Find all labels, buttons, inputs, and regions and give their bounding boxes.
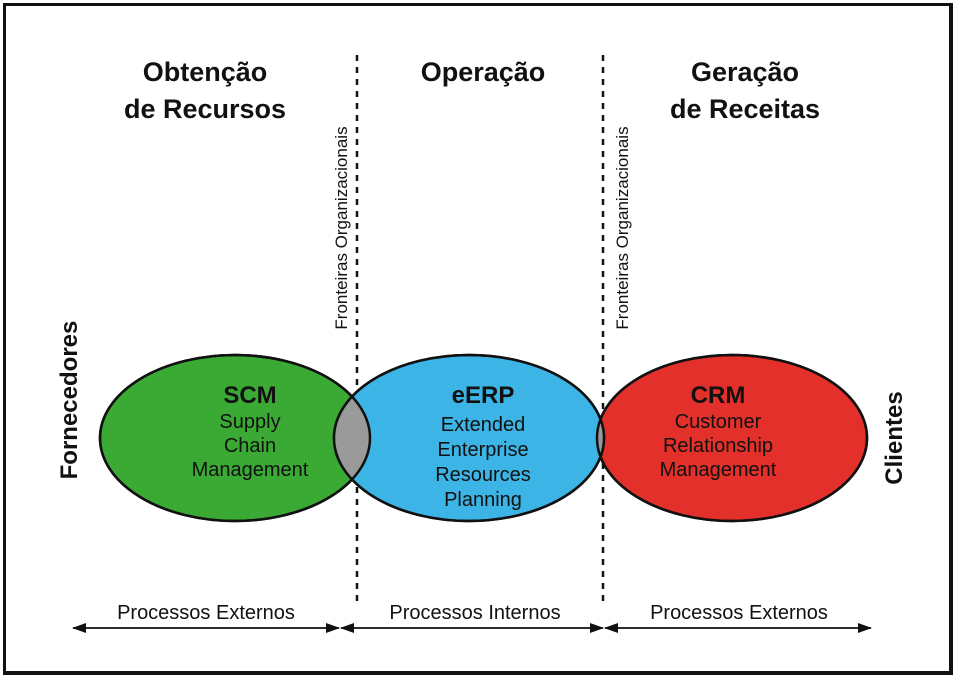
- header-left-line1: Obtenção: [143, 57, 268, 87]
- eerp-desc-line2: Enterprise: [437, 439, 528, 461]
- process-label-internal: Processos Internos: [389, 602, 560, 624]
- crm-outline: [595, 353, 869, 523]
- process-label-external-right: Processos Externos: [650, 602, 828, 624]
- crm-desc-line3: Management: [660, 459, 777, 481]
- scm-desc-line2: Chain: [224, 435, 276, 457]
- scm-outline: [98, 353, 372, 523]
- header-right-line2: de Receitas: [670, 94, 820, 124]
- header-left-line2: de Recursos: [124, 94, 286, 124]
- crm-desc-line2: Relationship: [663, 435, 773, 457]
- header-right-line1: Geração: [691, 57, 799, 87]
- eerp-desc-line1: Extended: [441, 414, 526, 436]
- header-center: Operação: [421, 57, 546, 87]
- eerp-name: eERP: [452, 382, 515, 409]
- crm-desc-line1: Customer: [675, 411, 762, 433]
- side-label-clients: Clientes: [881, 391, 908, 484]
- boundary-label-left: Fronteiras Organizacionais: [332, 126, 351, 329]
- eerp-desc-line4: Planning: [444, 489, 522, 511]
- side-label-suppliers: Fornecedores: [56, 321, 83, 480]
- scm-desc-line1: Supply: [219, 411, 280, 433]
- eerp-outline: [332, 353, 606, 523]
- eerp-desc-line3: Resources: [435, 464, 531, 486]
- boundary-label-right: Fronteiras Organizacionais: [613, 126, 632, 329]
- diagram-frame: [3, 3, 953, 675]
- scm-desc-line3: Management: [192, 459, 309, 481]
- scm-name: SCM: [223, 382, 276, 409]
- process-label-external-left: Processos Externos: [117, 602, 295, 624]
- crm-name: CRM: [691, 382, 746, 409]
